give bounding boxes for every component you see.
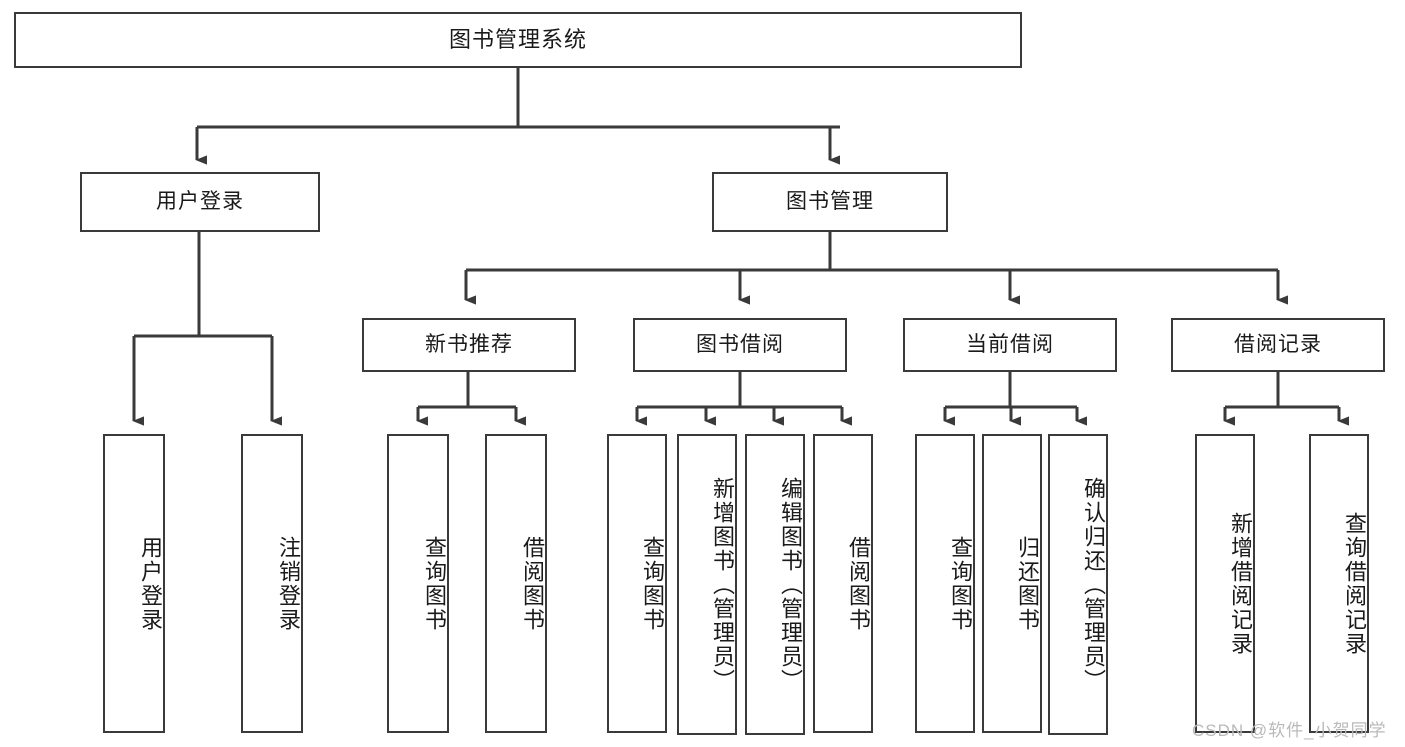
node-new-book-recommend[interactable]: 新书推荐	[362, 318, 576, 372]
leaf-user-login[interactable]: 用户登录	[103, 434, 165, 733]
node-label: 查询图书	[422, 535, 447, 632]
node-label: 图书管理	[786, 190, 874, 214]
leaf-user-logout[interactable]: 注销登录	[241, 434, 303, 733]
node-current-borrow[interactable]: 当前借阅	[903, 318, 1117, 372]
node-borrow-record[interactable]: 借阅记录	[1171, 318, 1385, 372]
leaf-edit-book[interactable]: 编辑图书（管理员）	[745, 434, 805, 735]
node-label: 注销登录	[276, 535, 301, 632]
node-user-login[interactable]: 用户登录	[80, 172, 320, 232]
leaf-borrow-book-recommend[interactable]: 借阅图书	[485, 434, 547, 733]
node-label: 用户登录	[156, 190, 244, 214]
node-label: 查询图书	[640, 535, 665, 632]
node-label: 借阅图书	[846, 535, 871, 632]
node-label: 借阅记录	[1234, 333, 1322, 357]
leaf-query-book-recommend[interactable]: 查询图书	[387, 434, 449, 733]
node-label: 当前借阅	[966, 333, 1054, 357]
leaf-add-book[interactable]: 新增图书（管理员）	[677, 434, 737, 735]
watermark-csdn: CSDN @软件_小贺同学	[1192, 721, 1387, 740]
node-label: 新增借阅记录	[1228, 511, 1253, 656]
node-label: 图书管理系统	[448, 26, 587, 52]
node-label: 确认归还（管理员）	[1081, 476, 1106, 693]
node-root-system[interactable]: 图书管理系统	[14, 12, 1022, 68]
leaf-query-book-borrow[interactable]: 查询图书	[607, 434, 667, 733]
node-label: 查询图书	[948, 535, 973, 632]
node-label: 查询借阅记录	[1342, 511, 1367, 656]
node-label: 编辑图书（管理员）	[778, 476, 803, 693]
node-label: 用户登录	[138, 535, 163, 632]
node-book-manage[interactable]: 图书管理	[712, 172, 948, 232]
leaf-return-book[interactable]: 归还图书	[982, 434, 1042, 733]
node-label: 新书推荐	[425, 333, 513, 357]
leaf-borrow-book[interactable]: 借阅图书	[813, 434, 873, 733]
node-label: 新增图书（管理员）	[710, 476, 735, 693]
leaf-add-borrow-record[interactable]: 新增借阅记录	[1195, 434, 1255, 733]
leaf-confirm-return[interactable]: 确认归还（管理员）	[1048, 434, 1108, 735]
node-label: 归还图书	[1015, 535, 1040, 632]
node-label: 借阅图书	[520, 535, 545, 632]
node-book-borrow[interactable]: 图书借阅	[633, 318, 847, 372]
leaf-query-borrow-record[interactable]: 查询借阅记录	[1309, 434, 1369, 733]
leaf-query-book-current[interactable]: 查询图书	[915, 434, 975, 733]
node-label: 图书借阅	[696, 333, 784, 357]
